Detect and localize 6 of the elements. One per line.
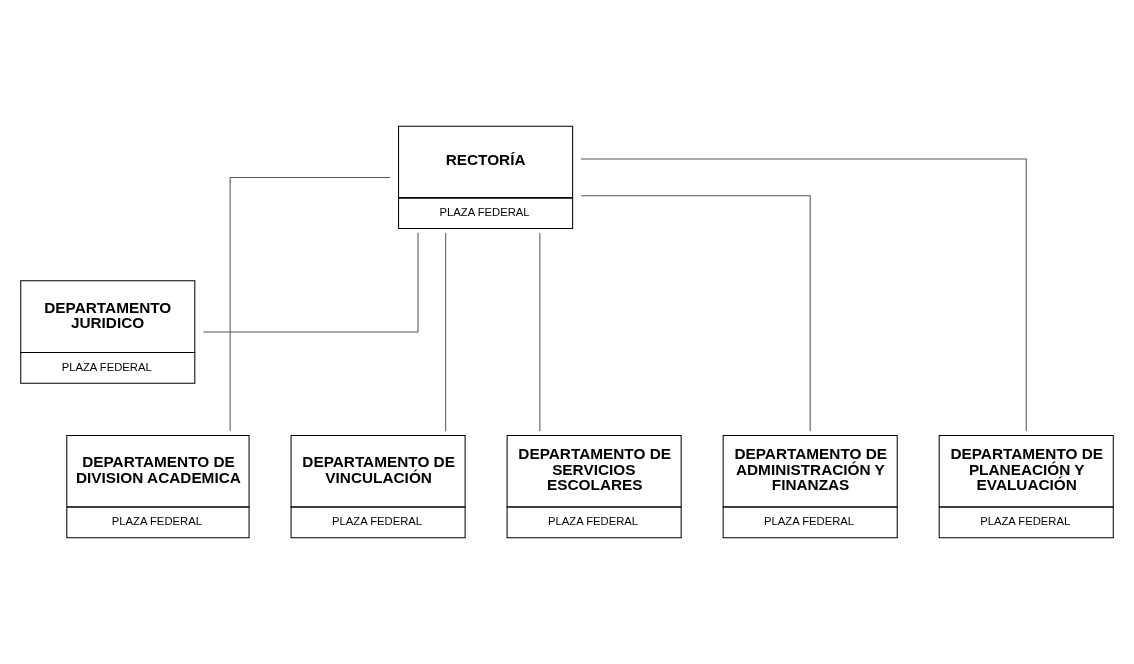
connector [580,158,1027,432]
connector [580,195,811,432]
connector [539,232,541,432]
connector [229,176,391,432]
connector [445,232,447,432]
connector [202,232,419,333]
